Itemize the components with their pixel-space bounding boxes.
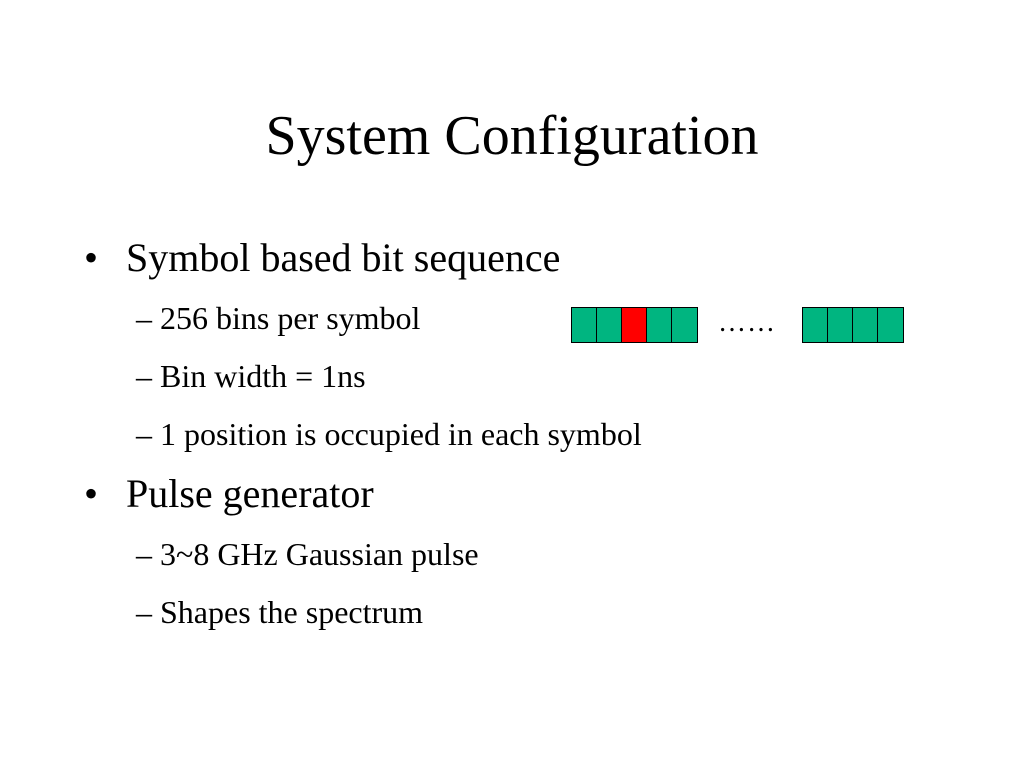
bullet-marker: • (84, 471, 99, 516)
sub-bullet-item: – Shapes the spectrum (136, 592, 423, 632)
sub-bullet-text: Shapes the spectrum (160, 594, 424, 630)
bullet-text: Pulse generator (126, 471, 374, 516)
sub-bullet-item: – 1 position is occupied in each symbol (136, 414, 642, 454)
symbol-bins-last-group (802, 307, 904, 343)
empty-bin (828, 308, 853, 342)
empty-bin (572, 308, 597, 342)
empty-bin (672, 308, 697, 342)
sub-bullet-item: – 256 bins per symbol (136, 298, 420, 338)
empty-bin (647, 308, 672, 342)
sub-bullet-text: 3~8 GHz Gaussian pulse (160, 536, 479, 572)
sub-bullet-marker: – (136, 416, 152, 452)
bullet-item: • Pulse generator (84, 470, 374, 518)
sub-bullet-item: – Bin width = 1ns (136, 356, 366, 396)
sub-bullet-text: 256 bins per symbol (160, 300, 421, 336)
sub-bullet-text: Bin width = 1ns (160, 358, 366, 394)
sub-bullet-marker: – (136, 594, 152, 630)
sub-bullet-marker: – (136, 358, 152, 394)
empty-bin (597, 308, 622, 342)
sub-bullet-item: – 3~8 GHz Gaussian pulse (136, 534, 479, 574)
sub-bullet-marker: – (136, 300, 152, 336)
bullet-item: • Symbol based bit sequence (84, 234, 560, 282)
sub-bullet-marker: – (136, 536, 152, 572)
empty-bin (878, 308, 903, 342)
slide-title: System Configuration (265, 105, 759, 167)
bins-ellipsis: …… (718, 307, 776, 338)
sub-bullet-text: 1 position is occupied in each symbol (160, 416, 642, 452)
bullet-marker: • (84, 235, 99, 280)
bullet-text: Symbol based bit sequence (126, 235, 561, 280)
occupied-bin (622, 308, 647, 342)
symbol-bins-first-group (571, 307, 698, 343)
empty-bin (803, 308, 828, 342)
empty-bin (853, 308, 878, 342)
